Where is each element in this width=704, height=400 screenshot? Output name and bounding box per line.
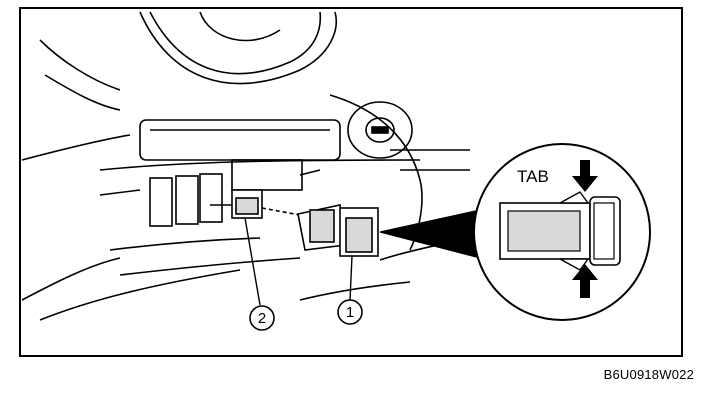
dashboard-outline bbox=[21, 11, 470, 321]
tab-label: TAB bbox=[517, 167, 549, 186]
figure-code: B6U0918W022 bbox=[603, 367, 694, 382]
inset-detail bbox=[473, 143, 651, 321]
leader-lines bbox=[244, 217, 353, 306]
callout-2: 2 bbox=[249, 305, 275, 331]
switch-1 bbox=[297, 204, 379, 257]
arrow-up-icon bbox=[572, 264, 598, 298]
arrow-down-icon bbox=[572, 160, 598, 192]
callout-1: 1 bbox=[337, 299, 363, 325]
connector-2 bbox=[210, 189, 301, 219]
callout-2-number: 2 bbox=[258, 310, 266, 327]
callout-1-number: 1 bbox=[346, 304, 354, 321]
ignition-cylinder bbox=[347, 101, 413, 159]
